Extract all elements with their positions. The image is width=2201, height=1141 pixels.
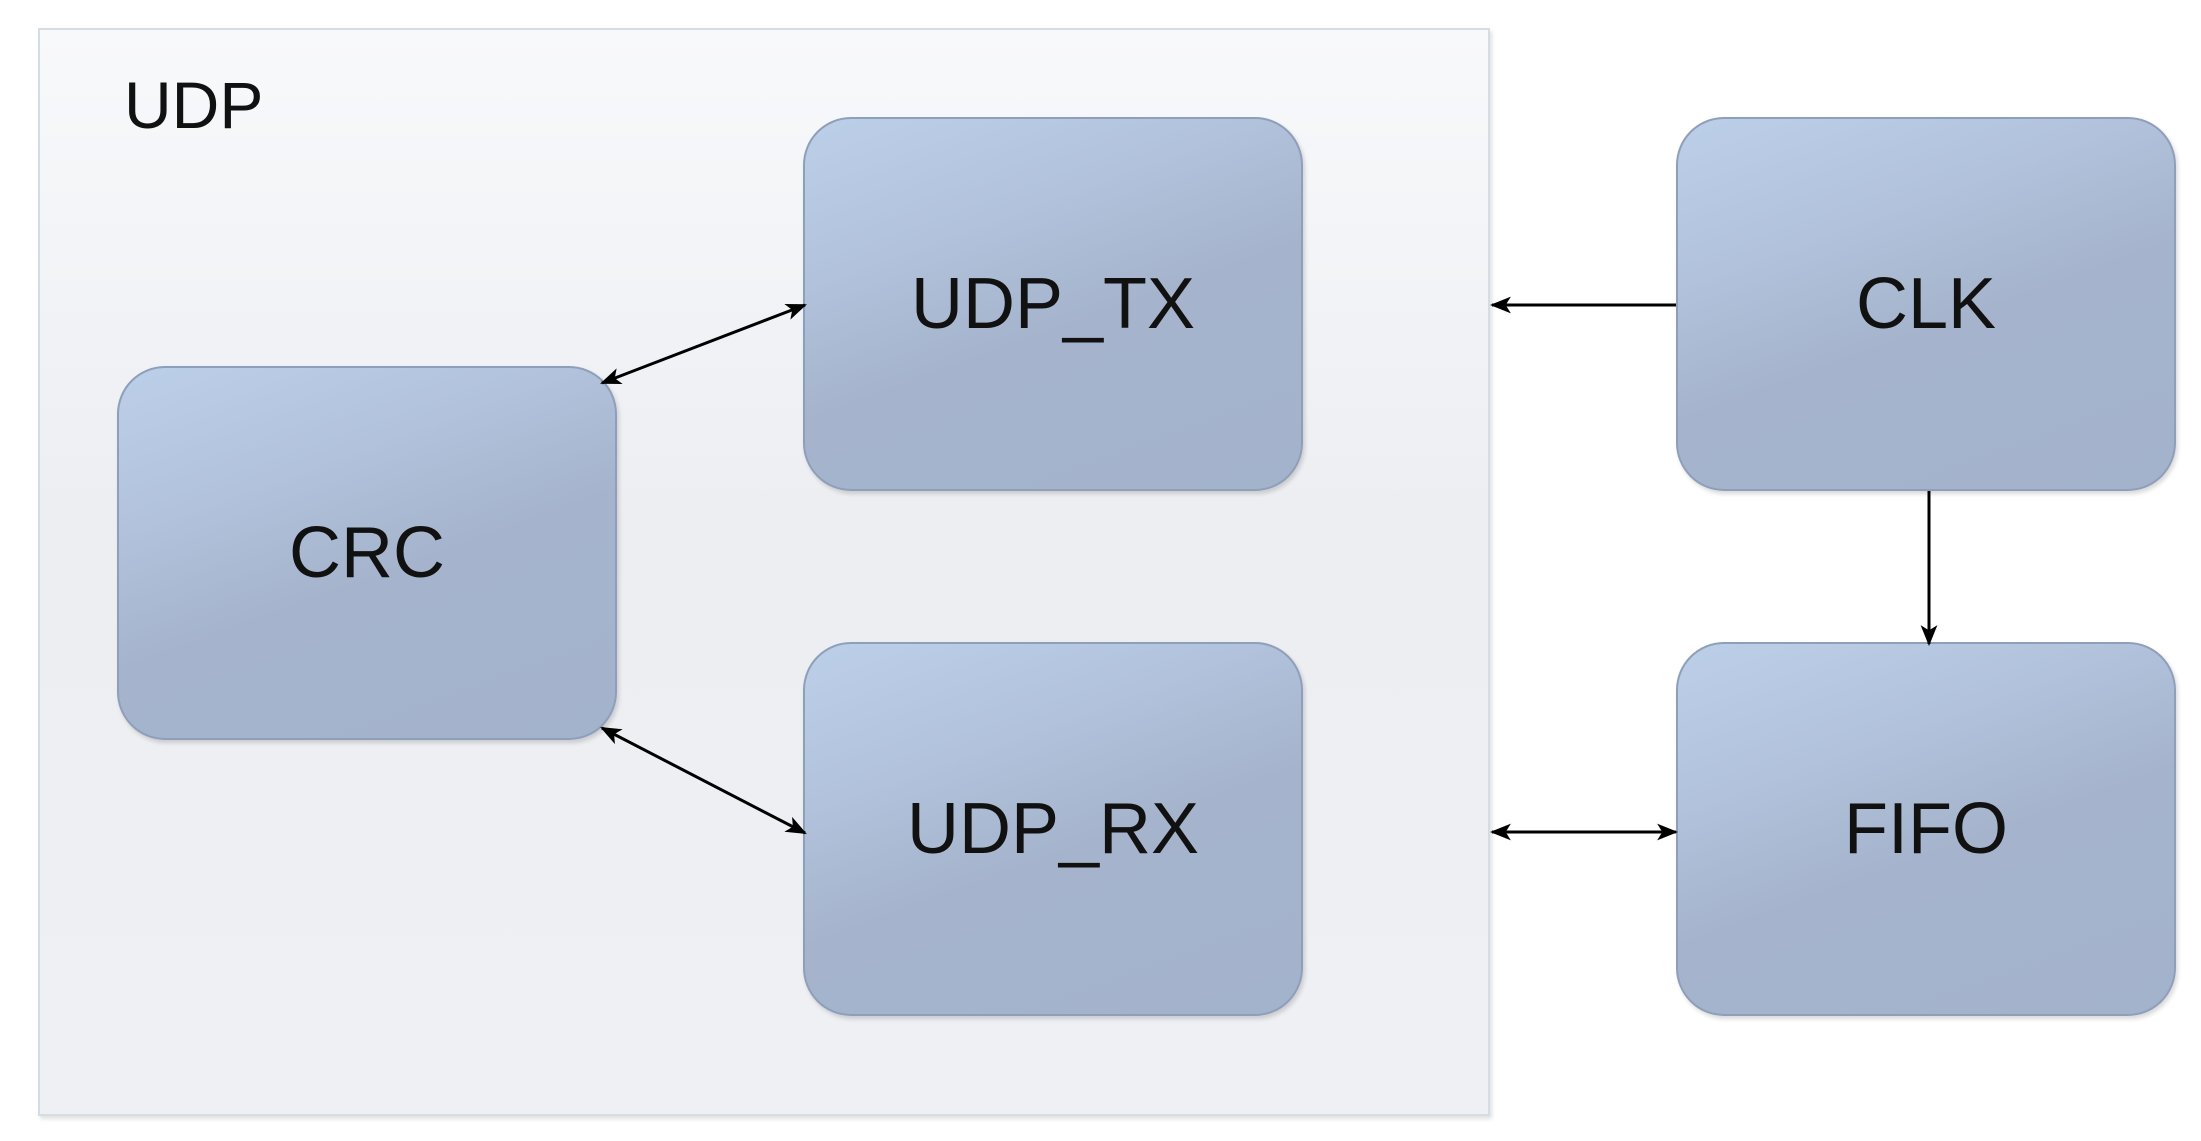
clk-block: CLK: [1676, 117, 2176, 491]
fifo-block: FIFO: [1676, 642, 2176, 1016]
udp-tx-block-label: UDP_TX: [910, 264, 1196, 344]
crc-block-label: CRC: [289, 513, 445, 593]
clk-block-label: CLK: [1855, 264, 1997, 344]
udp-container-label: UDP: [124, 68, 264, 142]
udp-rx-block-label: UDP_RX: [906, 789, 1200, 869]
udp-tx-block: UDP_TX: [803, 117, 1303, 491]
fifo-block-label: FIFO: [1844, 789, 2008, 869]
crc-block: CRC: [117, 366, 617, 740]
udp-rx-block: UDP_RX: [803, 642, 1303, 1016]
